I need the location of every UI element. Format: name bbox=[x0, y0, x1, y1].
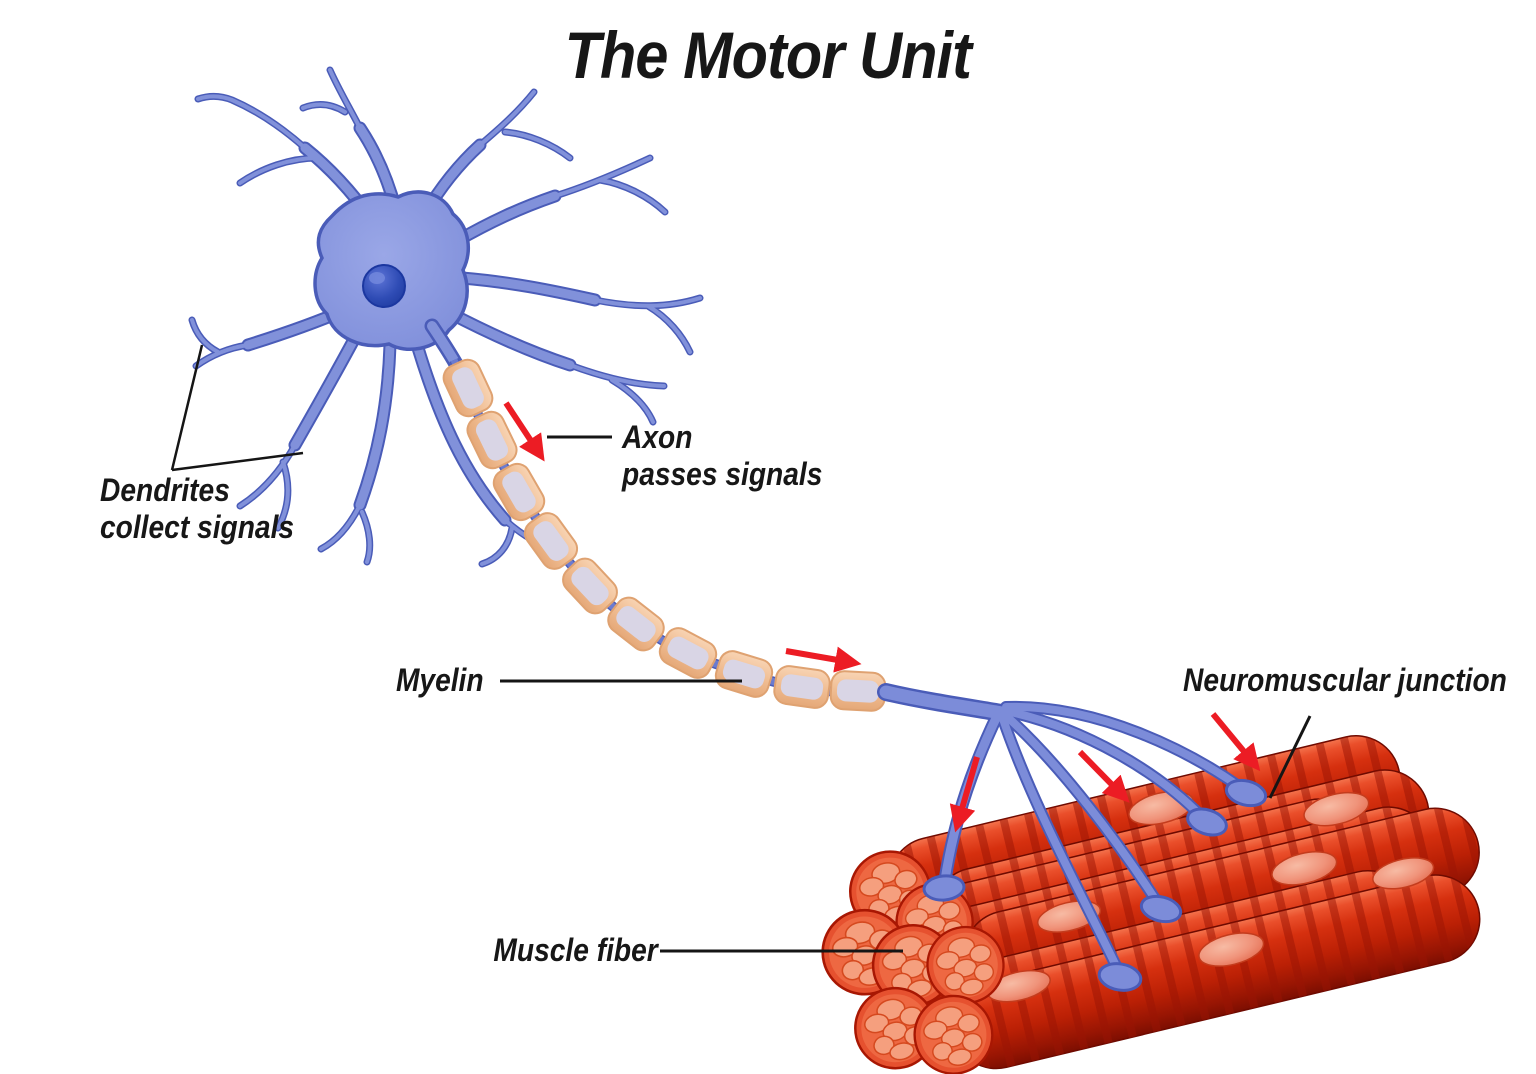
signal-direction-arrows bbox=[503, 401, 1261, 833]
axon-terminal-branches bbox=[877, 683, 1246, 976]
label-neuromuscular-junction: Neuromuscular junction bbox=[1183, 662, 1536, 699]
label-axon-line2: passes signals bbox=[622, 455, 823, 492]
label-myelin: Myelin bbox=[384, 662, 484, 699]
label-neuromuscular-junction-text: Neuromuscular junction bbox=[1183, 662, 1507, 698]
nucleus-highlight bbox=[369, 272, 385, 284]
label-dendrites: Dendrites collect signals bbox=[100, 472, 321, 546]
neuron-nucleus bbox=[362, 264, 406, 308]
signal-arrow-terminal-mid bbox=[1077, 749, 1130, 803]
label-axon: Axon passes signals bbox=[622, 419, 850, 493]
dendrites-pointer-line bbox=[170, 344, 304, 472]
signal-arrow-terminal-left bbox=[949, 756, 980, 833]
label-dendrites-line2: collect signals bbox=[100, 508, 295, 545]
diagram-title-text: The Motor Unit bbox=[564, 18, 972, 92]
label-muscle-fiber: Muscle fiber bbox=[471, 932, 658, 969]
label-pointer-lines bbox=[170, 344, 1312, 953]
label-myelin-text: Myelin bbox=[396, 662, 484, 698]
motor-neuron bbox=[188, 66, 704, 568]
myelinated-axon bbox=[424, 318, 1268, 992]
label-dendrites-line1: Dendrites bbox=[100, 472, 230, 508]
label-axon-line1: Axon bbox=[622, 419, 693, 455]
signal-arrow-axon-upper bbox=[503, 401, 545, 462]
axon-terminal-boutons bbox=[922, 778, 1268, 992]
signal-arrow-terminal-right bbox=[1210, 712, 1261, 772]
dendrites bbox=[188, 66, 704, 568]
label-muscle-fiber-text: Muscle fiber bbox=[493, 932, 658, 968]
neuromuscular-junction-pointer-line bbox=[1268, 715, 1312, 799]
signal-arrow-axon-lower bbox=[785, 646, 862, 673]
diagram-title: The Motor Unit bbox=[0, 18, 1536, 94]
